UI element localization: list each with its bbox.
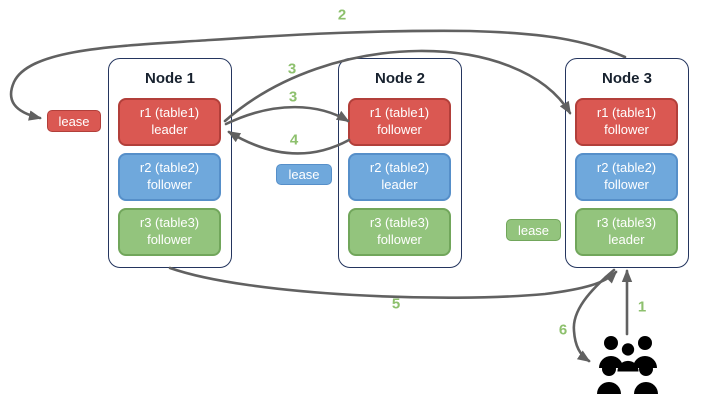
arrow-step-6-respond-to-users: [572, 268, 616, 363]
node-2-replica-r1: r1 (table1) follower: [348, 98, 451, 146]
replica-role: follower: [604, 122, 649, 137]
step-label-6: 6: [558, 321, 568, 339]
node-1-title: Node 1: [144, 70, 195, 87]
node-1-replica-r3: r3 (table3) follower: [118, 208, 221, 256]
replica-role: leader: [151, 122, 188, 137]
replica-role: follower: [377, 232, 422, 247]
replica-label-line1: r3 (table3): [369, 215, 430, 231]
node-2-title: Node 2: [374, 70, 425, 87]
replica-role: leader: [381, 177, 418, 192]
lease-badge-r1: lease: [47, 110, 101, 132]
arrow-step-2-route-to-lease: [9, 29, 627, 121]
replica-role: follower: [604, 177, 649, 192]
step-label-3a: 3: [287, 60, 297, 78]
arrow-step-3-replicate-to-node2: [224, 105, 350, 126]
replica-role: follower: [377, 122, 422, 137]
replica-role: leader: [608, 232, 645, 247]
lease-badge-r2: lease: [276, 164, 332, 185]
node-2-replica-r2: r2 (table2) leader: [348, 153, 451, 201]
node-3-title: Node 3: [601, 70, 652, 87]
replica-label-line1: r1 (table1): [139, 105, 200, 121]
node-3-replica-r1: r1 (table1) follower: [575, 98, 678, 146]
node-1-box: Node 1 r1 (table1) leader r2 (table2) fo…: [108, 58, 232, 268]
replica-label-line1: r1 (table1): [596, 105, 657, 121]
node-2-replica-r3: r3 (table3) follower: [348, 208, 451, 256]
node-3-replica-r2: r2 (table2) follower: [575, 153, 678, 201]
replica-label-line1: r3 (table3): [596, 215, 657, 231]
lease-badge-r3: lease: [506, 219, 561, 241]
step-label-1: 1: [637, 298, 647, 316]
replica-label-line1: r1 (table1): [369, 105, 430, 121]
node-3-replica-r3: r3 (table3) leader: [575, 208, 678, 256]
arrow-step-5-respond-to-gateway: [168, 266, 618, 299]
step-label-3b: 3: [288, 88, 298, 106]
step-label-4: 4: [289, 131, 299, 149]
node-1-replica-r2: r2 (table2) follower: [118, 153, 221, 201]
replica-role: follower: [147, 232, 192, 247]
node-3-box: Node 3 r1 (table1) follower r2 (table2) …: [565, 58, 689, 268]
replica-label-line1: r3 (table3): [139, 215, 200, 231]
step-label-5: 5: [391, 295, 401, 313]
node-2-box: Node 2 r1 (table1) follower r2 (table2) …: [338, 58, 462, 268]
users-icon: [597, 336, 658, 394]
replica-label-line1: r2 (table2): [139, 160, 200, 176]
step-label-2: 2: [337, 6, 347, 24]
replica-label-line1: r2 (table2): [369, 160, 430, 176]
replica-role: follower: [147, 177, 192, 192]
replica-label-line1: r2 (table2): [596, 160, 657, 176]
node-1-replica-r1: r1 (table1) leader: [118, 98, 221, 146]
